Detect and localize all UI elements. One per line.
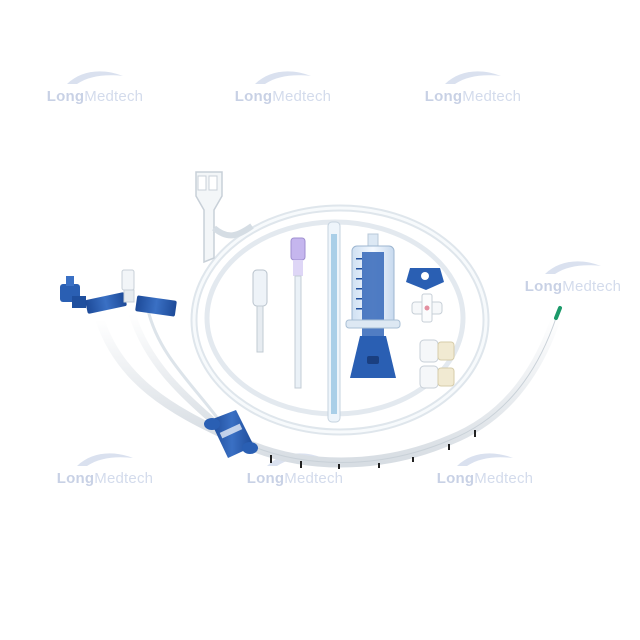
- watermark-brand-part1: Long: [424, 88, 463, 105]
- guidewire-advancer: [195, 171, 254, 264]
- catheter-hub: [204, 410, 258, 458]
- watermark-brand-part1: Long: [246, 470, 285, 487]
- watermark-brand-part2: Medtech: [474, 470, 534, 487]
- watermark-logo: LongMedtech: [40, 448, 170, 504]
- watermark-brand-part1: Long: [46, 88, 85, 105]
- swoosh-logo-icon: [255, 71, 311, 84]
- swoosh-logo-icon: [457, 453, 513, 466]
- watermark-brand-part2: Medtech: [462, 88, 522, 105]
- watermark-brand-part2: Medtech: [94, 470, 154, 487]
- watermark-logo: LongMedtech: [218, 66, 348, 122]
- introducer-needle: [252, 269, 268, 353]
- swoosh-logo-icon: [545, 261, 601, 274]
- watermark-brand-part1: Long: [436, 470, 475, 487]
- needleless-caps: [419, 339, 455, 389]
- watermark-brand-part2: Medtech: [562, 278, 622, 295]
- white-connector: [411, 293, 443, 323]
- catheter-body: [233, 306, 562, 469]
- clamp-and-luer-right: [121, 269, 177, 317]
- watermark-logo: LongMedtech: [420, 448, 550, 504]
- watermark-brand-part1: Long: [234, 88, 273, 105]
- watermark-brand-part1: Long: [56, 470, 95, 487]
- watermark-logo: LongMedtech: [30, 66, 160, 122]
- watermark-brand-part2: Medtech: [272, 88, 332, 105]
- injection-cap-blue: [406, 268, 444, 290]
- watermark-brand-part2: Medtech: [84, 88, 144, 105]
- watermark-brand-part1: Long: [524, 278, 563, 295]
- dilator: [290, 237, 306, 389]
- clamp-and-luer-left: [60, 276, 127, 314]
- swoosh-logo-icon: [77, 453, 133, 466]
- guidewire-sheath: [327, 221, 341, 423]
- watermark-logo: LongMedtech: [508, 256, 638, 312]
- swoosh-logo-icon: [67, 71, 123, 84]
- syringe: [345, 233, 401, 378]
- guidewire-coil: [190, 204, 490, 436]
- watermark-logo: LongMedtech: [408, 66, 538, 122]
- swoosh-logo-icon: [445, 71, 501, 84]
- watermark-brand-part2: Medtech: [284, 470, 344, 487]
